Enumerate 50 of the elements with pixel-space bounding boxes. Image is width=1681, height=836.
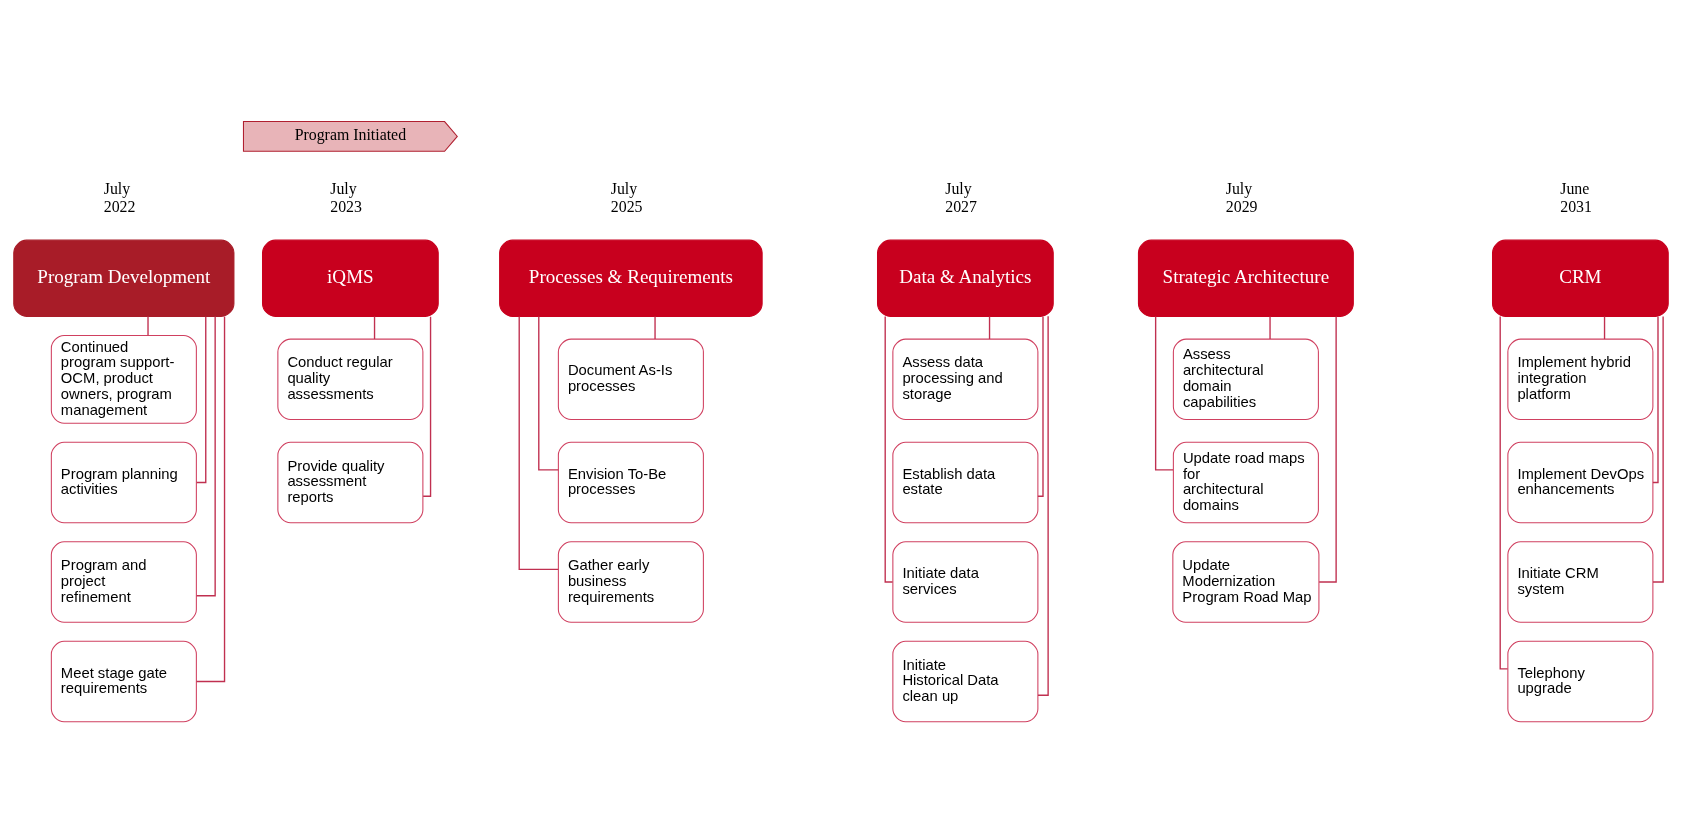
label: June 2031 [1559,179,1592,215]
node-box: Implement hybrid integration platform [1506,338,1653,420]
connector [1268,315,1271,340]
node-box: Data & Analytics [876,239,1054,317]
connector [518,315,559,570]
label: July 2027 [944,179,977,215]
node-box: Telephony upgrade [1506,640,1653,722]
label: July 2025 [610,179,642,215]
connector [195,315,216,596]
connector [421,315,431,497]
label: July 2029 [1225,179,1257,215]
node-box: Continued program support- OCM, product owners, program management [50,334,197,424]
connector [1036,315,1049,696]
connector [1651,315,1659,483]
node-box: Assess data processing and storage [891,338,1038,420]
connector [1317,315,1337,583]
connector [988,315,990,340]
node-box: Program Development [12,239,234,317]
node-box: Program planning activities [50,441,197,523]
node-box: iQMS [261,239,439,317]
connector [373,315,375,340]
node-box: Strategic Architecture [1137,239,1354,317]
node-box: Program and project refinement [50,540,197,623]
node-box: Conduct regular quality assessments [276,338,423,420]
node-box: Initiate CRM system [1506,540,1653,623]
connector [195,315,206,483]
node-box: Processes & Requirements [498,239,763,317]
node-box: Assess architectural domain capabilities [1172,338,1319,420]
connector [1499,315,1508,670]
node-box: Document As-Is processes [557,338,704,420]
connector [653,315,656,340]
connector [1651,315,1664,583]
node-box: Implement DevOps enhancements [1506,441,1653,523]
connector [1036,315,1044,497]
connector [1154,315,1174,471]
node-box: Update Modernization Program Road Map [1171,540,1319,623]
node-box: Gather early business requirements [557,540,704,623]
node-box: Meet stage gate requirements [50,640,197,722]
connector [1603,315,1605,340]
label: July 2023 [329,179,362,215]
node-box: Update road maps for architectural domains [1172,441,1319,523]
node-box: Initiate data services [891,540,1038,623]
connector [195,315,225,682]
node-box: Envision To-Be processes [557,441,704,523]
node-box: Initiate Historical Data clean up [891,640,1038,722]
node-box: Establish data estate [891,441,1038,523]
connector [146,315,149,336]
label: July 2022 [103,179,135,215]
node-box: CRM [1491,239,1669,317]
node-box: Provide quality assessment reports [276,441,423,523]
